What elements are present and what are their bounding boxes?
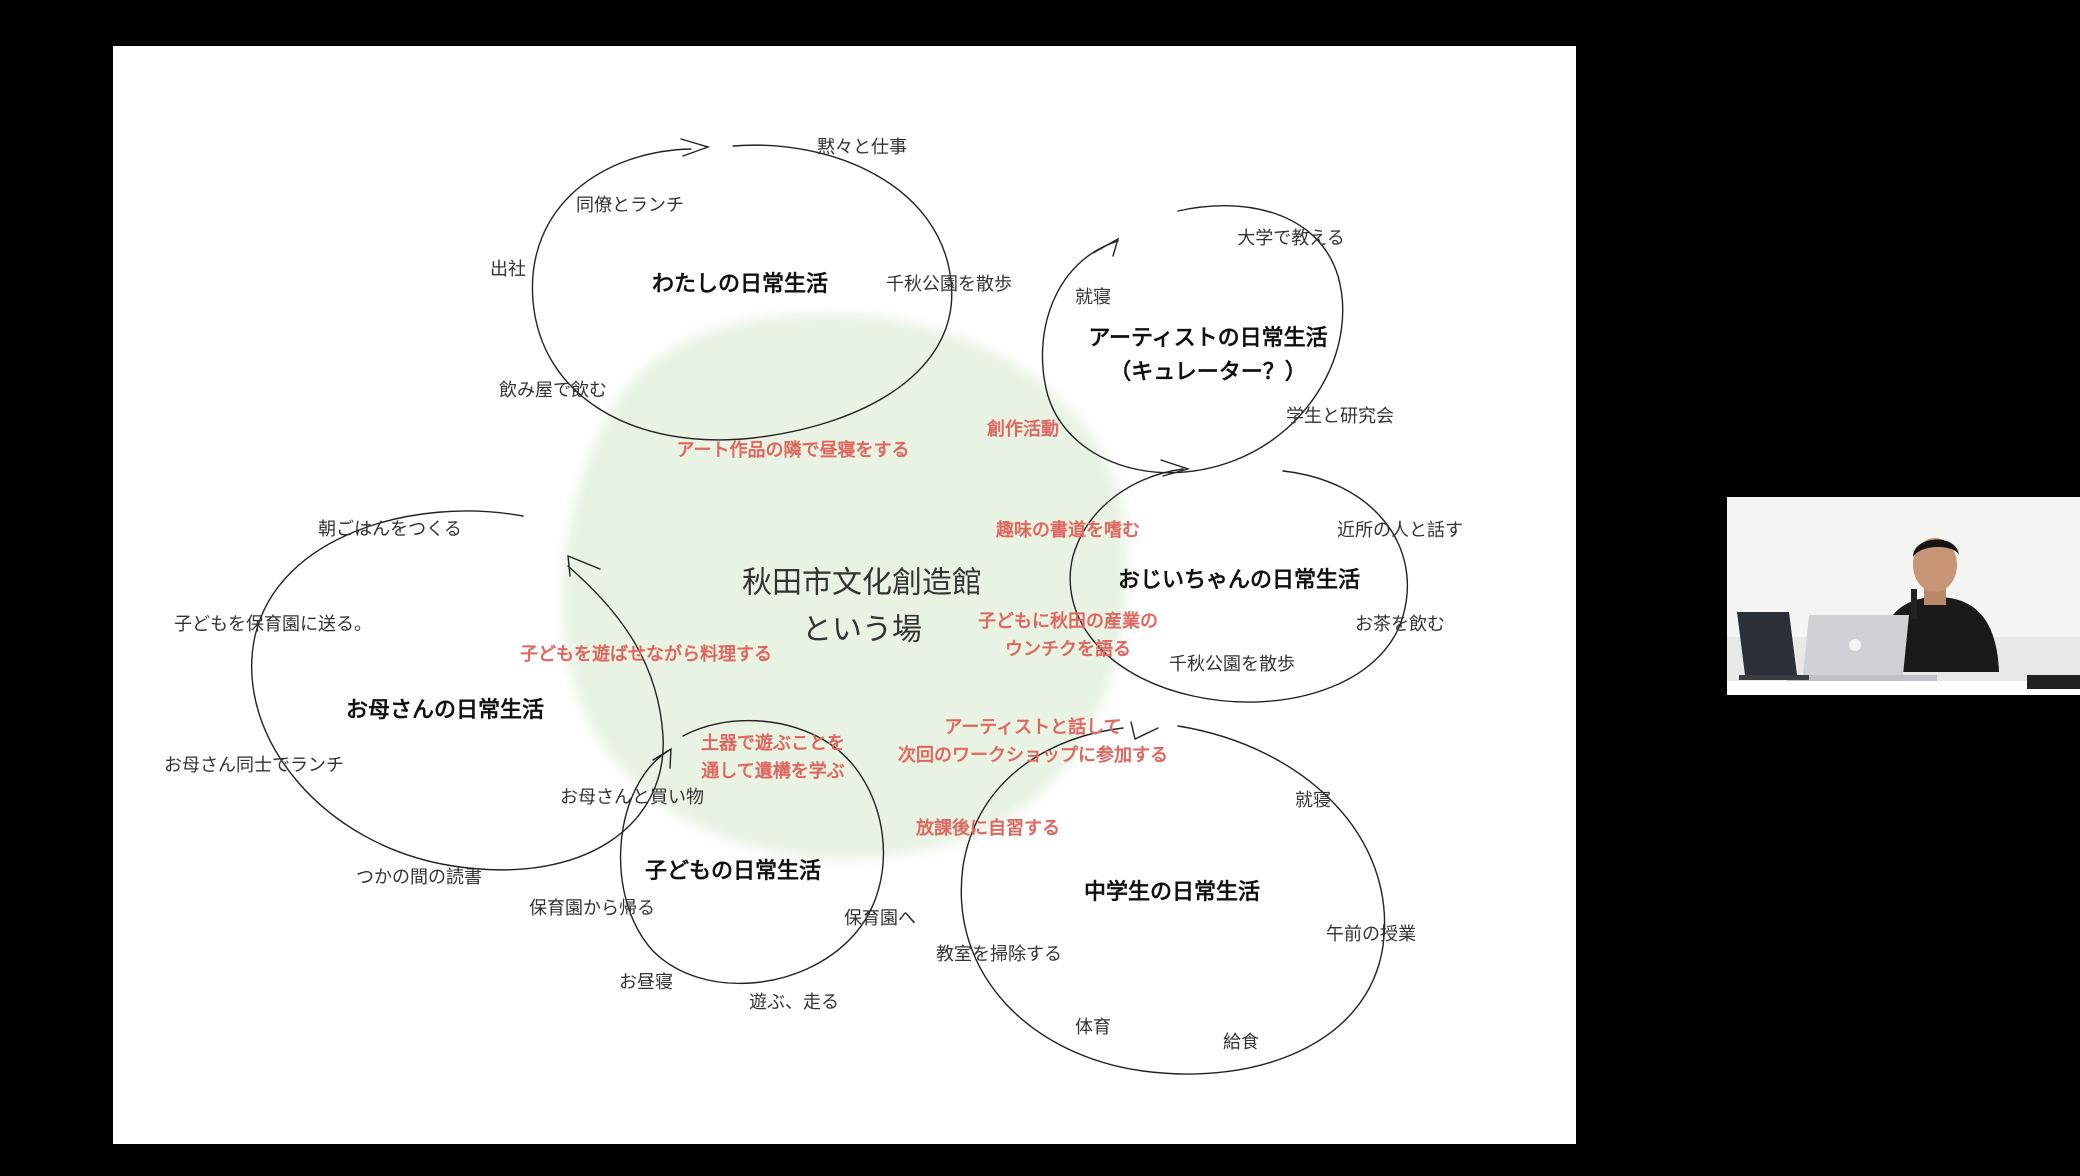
arrow-kodomo: [652, 747, 672, 769]
overlap-2: 趣味の書道を嗜む: [996, 520, 1140, 542]
title-okaasan: お母さんの日常生活: [345, 697, 545, 723]
title-artist: アーティストの日常生活 （キュレーター？）: [1088, 322, 1327, 390]
item-kodomo-3: お昼寝: [619, 972, 673, 994]
cycle-watashi: [531, 144, 953, 441]
item-chuugaku-4: 給食: [1223, 1032, 1259, 1054]
arrow-okaasan: [567, 554, 601, 577]
speaker-video: [1727, 497, 2080, 695]
item-watashi-1: 同僚とランチ: [576, 195, 684, 217]
overlap-1: 創作活動: [987, 419, 1059, 441]
item-chuugaku-0: 就寝: [1295, 790, 1331, 812]
title-ojii: おじいちゃんの日常生活: [1117, 567, 1361, 593]
item-chuugaku-1: 午前の授業: [1326, 924, 1416, 946]
item-chuugaku-3: 体育: [1075, 1017, 1111, 1039]
item-ojii-0: 近所の人と話す: [1337, 520, 1463, 542]
overlap-6-line1: アーティストと話して: [944, 717, 1122, 739]
item-watashi-4: 飲み屋で飲む: [499, 380, 607, 402]
item-chuugaku-2: 教室を掃除する: [936, 944, 1062, 966]
diagram-lines: [250, 138, 1408, 1075]
item-kodomo-1: 保育園から帰る: [529, 898, 655, 920]
overlap-7: 放課後に自習する: [916, 818, 1060, 840]
center-line2: という場: [802, 612, 922, 647]
overlap-6: アーティストと話して 次回のワークショップに参加する: [898, 714, 1168, 770]
item-artist-1: 就寝: [1075, 287, 1111, 309]
tablet-icon: [1737, 612, 1797, 675]
item-okaasan-1: 子どもを保育園に送る。: [174, 614, 372, 636]
center-blob: [562, 313, 1129, 860]
overlap-3-line1: 子どもに秋田の産業の: [978, 611, 1158, 633]
item-okaasan-2: お母さん同士でランチ: [164, 755, 344, 777]
item-kodomo-2: 保育園へ: [844, 908, 916, 930]
item-okaasan-3: つかの間の読書: [356, 867, 482, 889]
item-kodomo-0: お母さんと買い物: [560, 787, 704, 809]
overlap-5-line2: 通して遺構を学ぶ: [701, 761, 845, 782]
cycle-artist: [1041, 205, 1344, 474]
overlap-3-line2: ウンチクを語る: [1005, 639, 1131, 660]
overlap-6-line2: 次回のワークショップに参加する: [898, 745, 1168, 766]
arrow-artist: [1092, 237, 1120, 257]
item-ojii-1: お茶を飲む: [1355, 614, 1445, 636]
overlap-5: 土器で遊ぶことを 通して遺構を学ぶ: [701, 730, 845, 786]
overlap-5-line1: 土器で遊ぶことを: [701, 733, 845, 755]
arrow-watashi: [680, 138, 711, 157]
arrow-ojii: [1160, 459, 1191, 477]
title-artist-line1: アーティストの日常生活: [1088, 325, 1328, 351]
cycle-okaasan: [250, 510, 664, 871]
cycle-kodomo: [619, 719, 885, 985]
overlap-0: アート作品の隣で昼寝をする: [676, 440, 910, 462]
item-artist-0: 大学で教える: [1237, 228, 1345, 250]
item-artist-2: 学生と研究会: [1286, 406, 1394, 428]
item-okaasan-0: 朝ごはんをつくる: [318, 519, 462, 541]
item-watashi-3: 千秋公園を散歩: [886, 274, 1012, 296]
cycle-ojii: [1069, 468, 1408, 703]
overlap-4: 子どもを遊ばせながら料理する: [520, 644, 772, 666]
overlap-3: 子どもに秋田の産業の ウンチクを語る: [978, 608, 1158, 664]
cycle-chuugaku: [960, 725, 1386, 1075]
item-watashi-2: 出社: [490, 259, 526, 281]
item-kodomo-4: 遊ぶ、走る: [749, 992, 839, 1014]
arrow-chuugaku: [1130, 721, 1159, 741]
slide: 秋田市文化創造館 という場 わたしの日常生活 黙々と仕事 同僚とランチ 出社 千…: [113, 46, 1576, 1144]
center-line1: 秋田市文化創造館: [742, 565, 982, 601]
center-label: 秋田市文化創造館 という場: [742, 561, 982, 654]
title-chuugaku: 中学生の日常生活: [1083, 879, 1261, 905]
title-kodomo: 子どもの日常生活: [644, 858, 822, 884]
title-artist-line2: （キュレーター？）: [1109, 360, 1307, 385]
item-watashi-0: 黙々と仕事: [817, 137, 907, 159]
speaker-video-illustration: [1727, 497, 2080, 695]
item-ojii-2: 千秋公園を散歩: [1169, 654, 1295, 676]
speaker-head: [1913, 538, 1957, 592]
title-watashi: わたしの日常生活: [651, 271, 829, 297]
